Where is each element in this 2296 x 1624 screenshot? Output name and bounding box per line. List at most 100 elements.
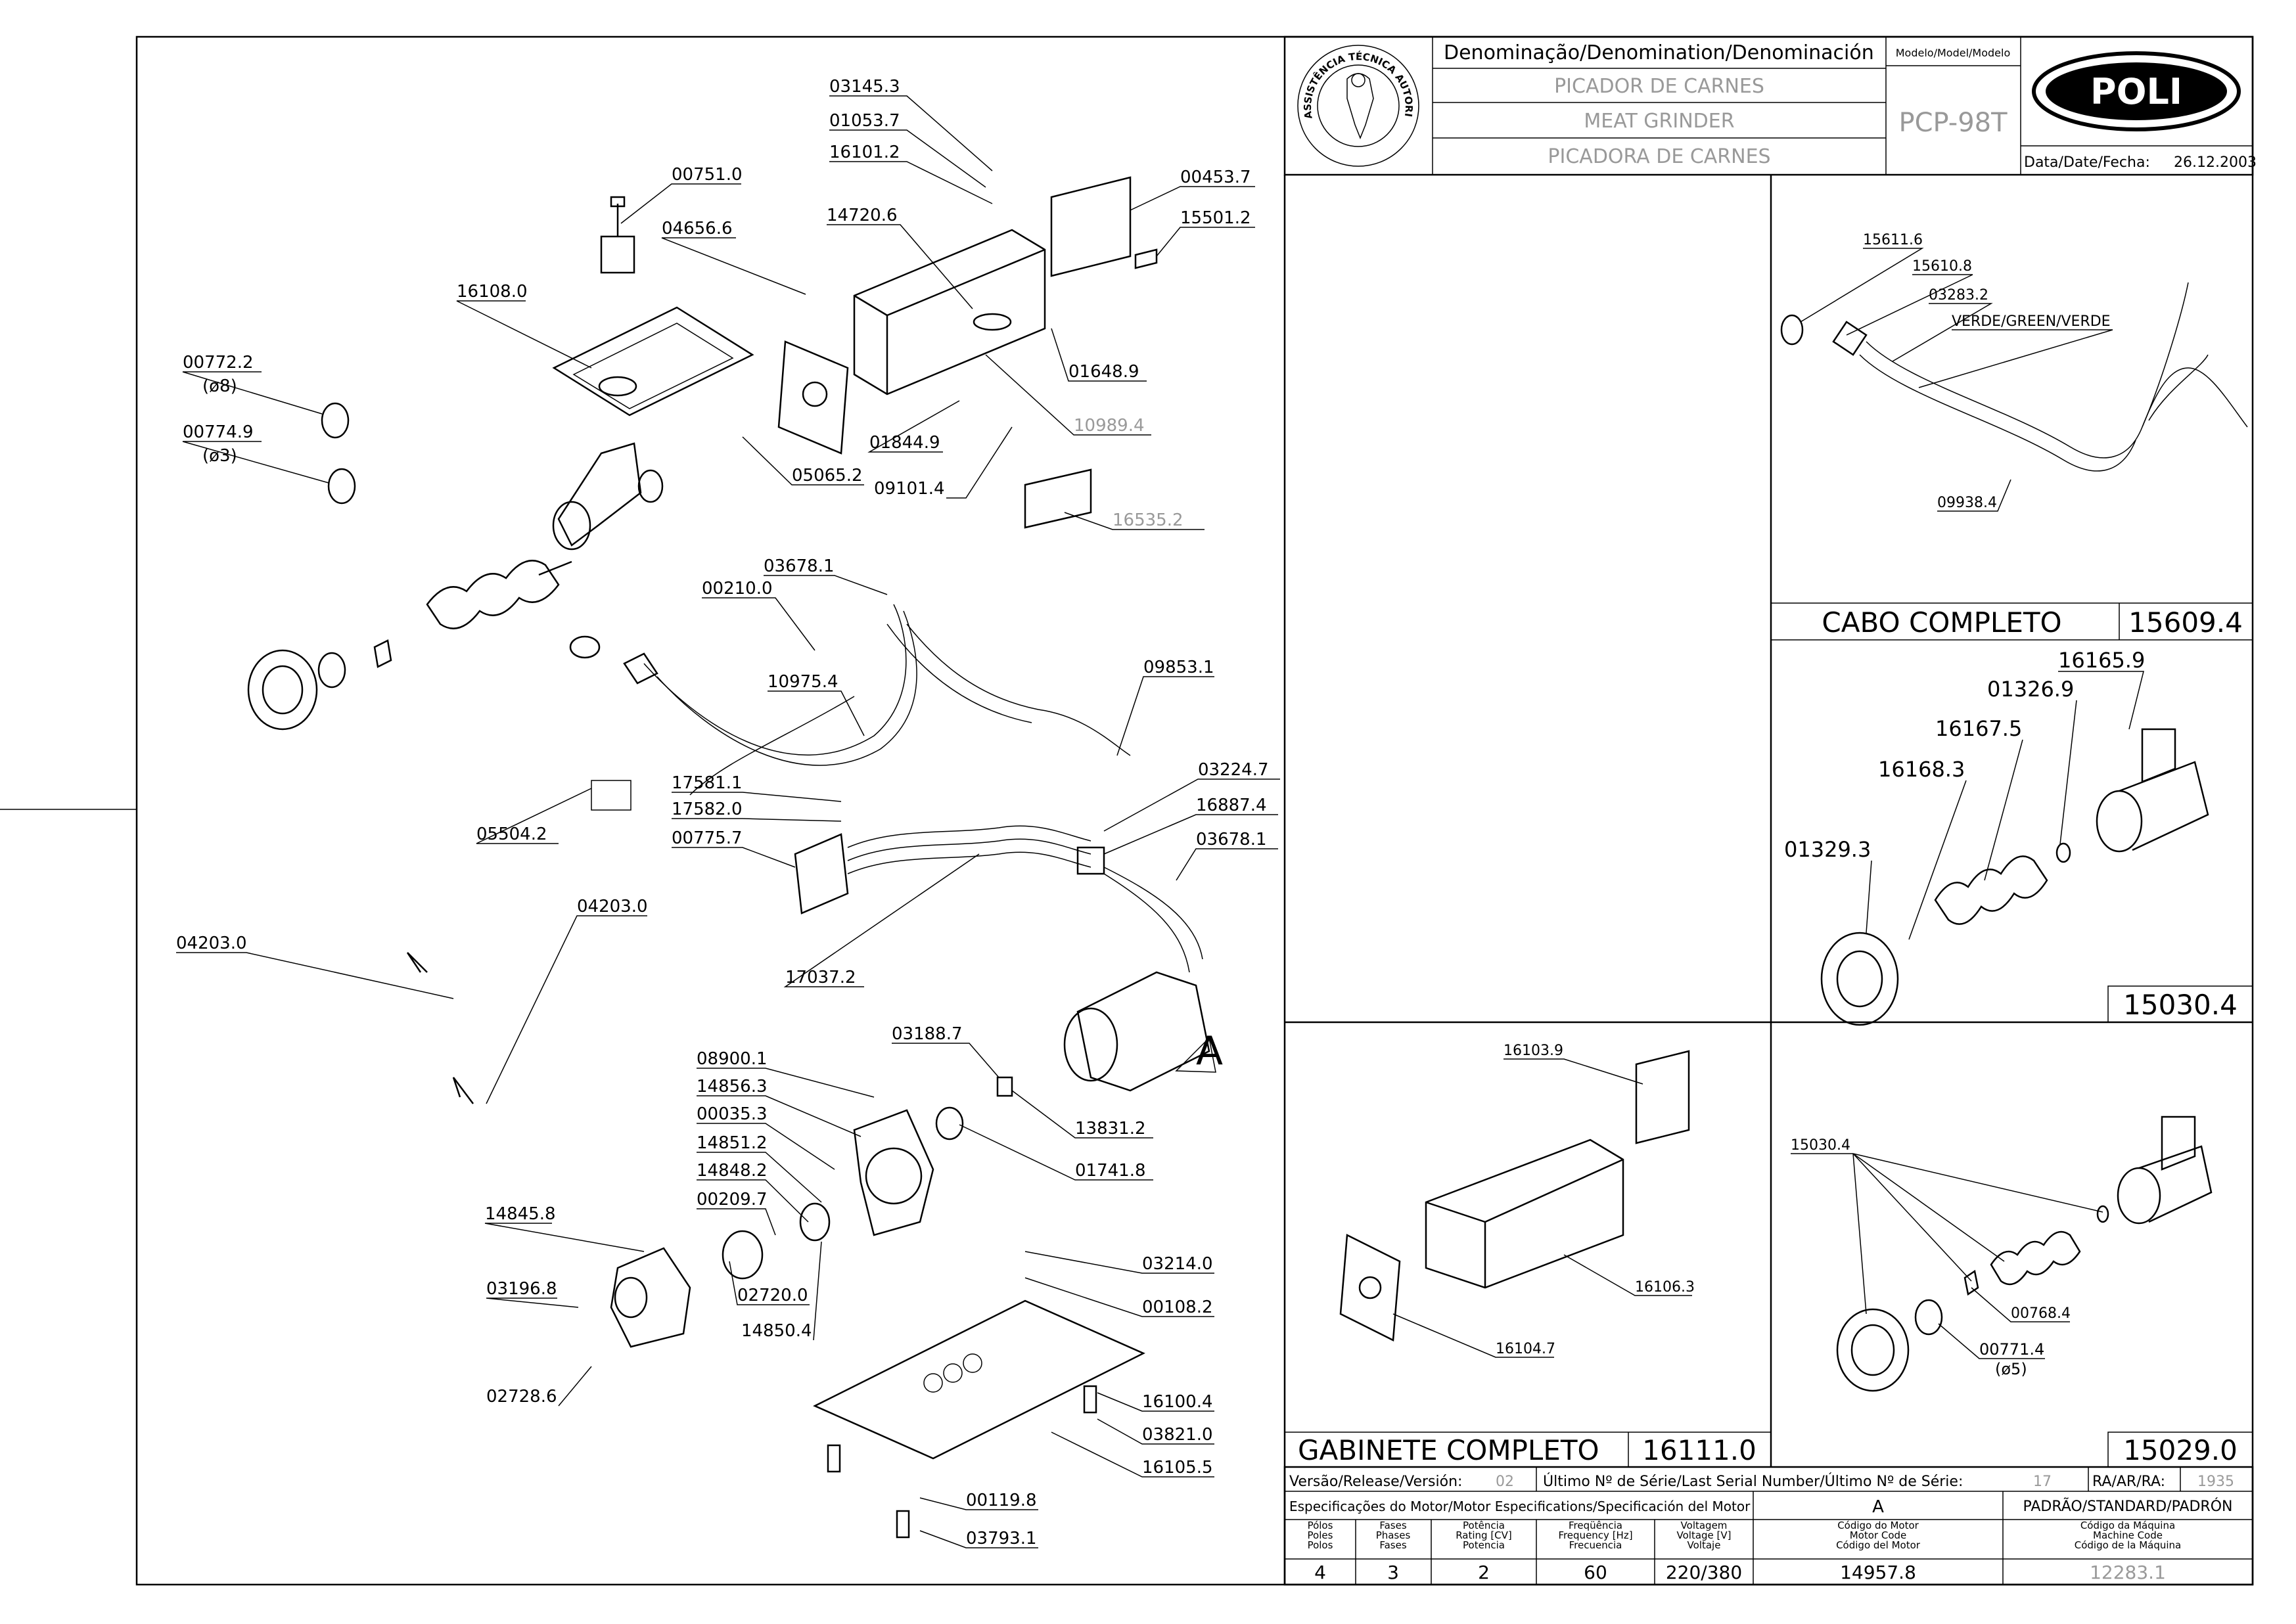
callout-03224-7: 03224.7 — [1103, 760, 1280, 832]
svg-text:04656.6: 04656.6 — [662, 219, 733, 238]
callout-16535-2: 16535.2 — [1064, 510, 1205, 530]
pusher-part — [600, 235, 635, 274]
callout-14848-2: 14848.2 — [697, 1161, 809, 1223]
svg-text:05504.2: 05504.2 — [476, 824, 547, 844]
cabinet-assembly-view: 16103.9 16106.3 16104.7 — [1339, 1043, 1695, 1358]
head-callout-15030-4: 15030.4 — [1791, 1137, 1850, 1154]
callout-02728-6: 02728.6 — [486, 1366, 592, 1407]
gearbox-cover-part — [610, 1247, 691, 1348]
cable-callout-09938-4: 09938.4 — [1937, 495, 1997, 511]
svg-text:00453.7: 00453.7 — [1180, 168, 1251, 187]
svg-text:00119.8: 00119.8 — [966, 1491, 1037, 1510]
hook-part-a — [406, 952, 428, 973]
callout-00453-7: 00453.7 — [1130, 168, 1255, 211]
vent-plate-part — [1050, 176, 1132, 277]
screw-callout-16168-3: 16168.3 — [1878, 757, 1965, 782]
head-callout-00771-4-diameter: (ø5) — [1995, 1360, 2027, 1378]
callout-00035-3: 00035.3 — [697, 1104, 835, 1170]
hook-part-b — [452, 1077, 474, 1104]
callout-14845-8: 14845.8 — [484, 1204, 645, 1252]
version-value: 02 — [1496, 1474, 1514, 1490]
callout-00751-0: 00751.0 — [620, 165, 743, 224]
callout-10989-4: 10989.4 — [985, 354, 1151, 436]
svg-text:17582.0: 17582.0 — [672, 800, 743, 819]
svg-text:00108.2: 00108.2 — [1142, 1297, 1213, 1317]
callout-13831-2: 13831.2 — [1011, 1090, 1153, 1139]
callout-01844-9: 01844.9 — [867, 400, 960, 453]
ra-label: RA/AR/RA: — [2092, 1474, 2165, 1490]
svg-text:16105.5: 16105.5 — [1142, 1458, 1213, 1477]
terminal-block-part — [1076, 846, 1105, 875]
callout-00772-2: 00772.2(ø8) — [182, 353, 323, 415]
motor-code-value: 14957.8 — [1840, 1562, 1916, 1583]
svg-text:00210.0: 00210.0 — [702, 579, 773, 598]
callout-17582-0: 17582.0 — [672, 800, 842, 822]
callout-04656-6: 04656.6 — [661, 219, 806, 295]
callout-09101-4: 09101.4 — [874, 426, 1013, 499]
svg-text:08900.1: 08900.1 — [697, 1049, 768, 1069]
model-header: Modelo/Model/Modelo — [1896, 47, 2010, 59]
callout-00774-9: 00774.9(ø3) — [182, 422, 329, 484]
poli-logo: POLI — [2032, 51, 2241, 131]
svg-text:01648.9: 01648.9 — [1068, 362, 1139, 382]
machine-code-value: 12283.1 — [2090, 1562, 2166, 1583]
cable-gland-part — [569, 635, 601, 659]
seal-ring-part — [935, 1106, 964, 1140]
svg-text:(ø3): (ø3) — [202, 446, 237, 466]
motor-spec-table: Versão/Release/Versión: 02 Último Nº de … — [1283, 1466, 2254, 1586]
model-number: PCP-98T — [1898, 108, 2008, 138]
callout-14856-3: 14856.3 — [697, 1077, 861, 1137]
screw-panel-code: 15030.4 — [2123, 989, 2238, 1021]
svg-text:10989.4: 10989.4 — [1074, 416, 1145, 436]
ra-value: 1935 — [2197, 1474, 2234, 1490]
cable-callout-15610-8: 15610.8 — [1912, 258, 1972, 275]
cabinet-callout-16104-7: 16104.7 — [1496, 1341, 1555, 1357]
svg-text:04203.0: 04203.0 — [577, 897, 648, 916]
last-serial-value: 17 — [2033, 1474, 2052, 1490]
callout-16100-4: 16100.4 — [1097, 1392, 1214, 1412]
lock-ring-part — [247, 649, 318, 731]
cabinet-callout-16103-9: 16103.9 — [1504, 1043, 1563, 1059]
base-plate-part — [813, 1299, 1145, 1460]
svg-text:03145.3: 03145.3 — [829, 77, 900, 97]
screw-callout-01326-9: 01326.9 — [1987, 677, 2074, 702]
callout-15501-2: 15501.2 — [1156, 208, 1255, 257]
svg-text:09101.4: 09101.4 — [874, 479, 945, 499]
cabinet-part — [853, 229, 1046, 395]
svg-text:01053.7: 01053.7 — [829, 111, 900, 131]
callout-00210-0: 00210.0 — [702, 579, 815, 651]
svg-text:03793.1: 03793.1 — [966, 1529, 1037, 1548]
callout-03793-1: 03793.1 — [919, 1529, 1038, 1548]
version-label: Versão/Release/Versión: — [1289, 1474, 1462, 1490]
svg-text:04203.0: 04203.0 — [176, 934, 247, 953]
label-plate-part — [1024, 468, 1092, 529]
screen-3mm-part — [327, 468, 356, 505]
exploded-view-parts — [247, 176, 1210, 1539]
svg-text:00775.7: 00775.7 — [672, 828, 743, 848]
date-label: Data/Date/Fecha: — [2024, 154, 2150, 171]
motor-tag: A — [1175, 1028, 1223, 1074]
gear-part-b — [799, 1202, 831, 1242]
svg-text:03188.7: 03188.7 — [892, 1024, 963, 1044]
callout-00119-8: 00119.8 — [919, 1491, 1038, 1510]
callout-10975-4: 10975.4 — [768, 672, 865, 736]
svg-text:17037.2: 17037.2 — [785, 968, 856, 987]
cable-callout-15611-6: 15611.6 — [1863, 232, 1923, 248]
callout-17037-2: 17037.2 — [783, 853, 980, 987]
contactor-part — [794, 833, 849, 914]
cabinet-callout-16106-3: 16106.3 — [1635, 1279, 1695, 1296]
callout-16101-2: 16101.2 — [829, 143, 993, 204]
label-sticker-part — [591, 780, 631, 811]
callout-02720-0: 02720.0 — [729, 1261, 810, 1305]
pinion-part — [996, 1076, 1013, 1097]
plug-part — [623, 652, 658, 685]
svg-text:16100.4: 16100.4 — [1142, 1392, 1213, 1412]
callout-05065-2: 05065.2 — [742, 436, 864, 485]
name-es: PICADORA DE CARNES — [1548, 145, 1770, 168]
svg-text:14720.6: 14720.6 — [827, 206, 898, 225]
callout-14851-2: 14851.2 — [697, 1133, 822, 1203]
motor-spec-label: Especificações do Motor/Motor Especifica… — [1289, 1499, 1751, 1514]
standard-label: PADRÃO/STANDARD/PADRÓN — [2023, 1497, 2233, 1515]
